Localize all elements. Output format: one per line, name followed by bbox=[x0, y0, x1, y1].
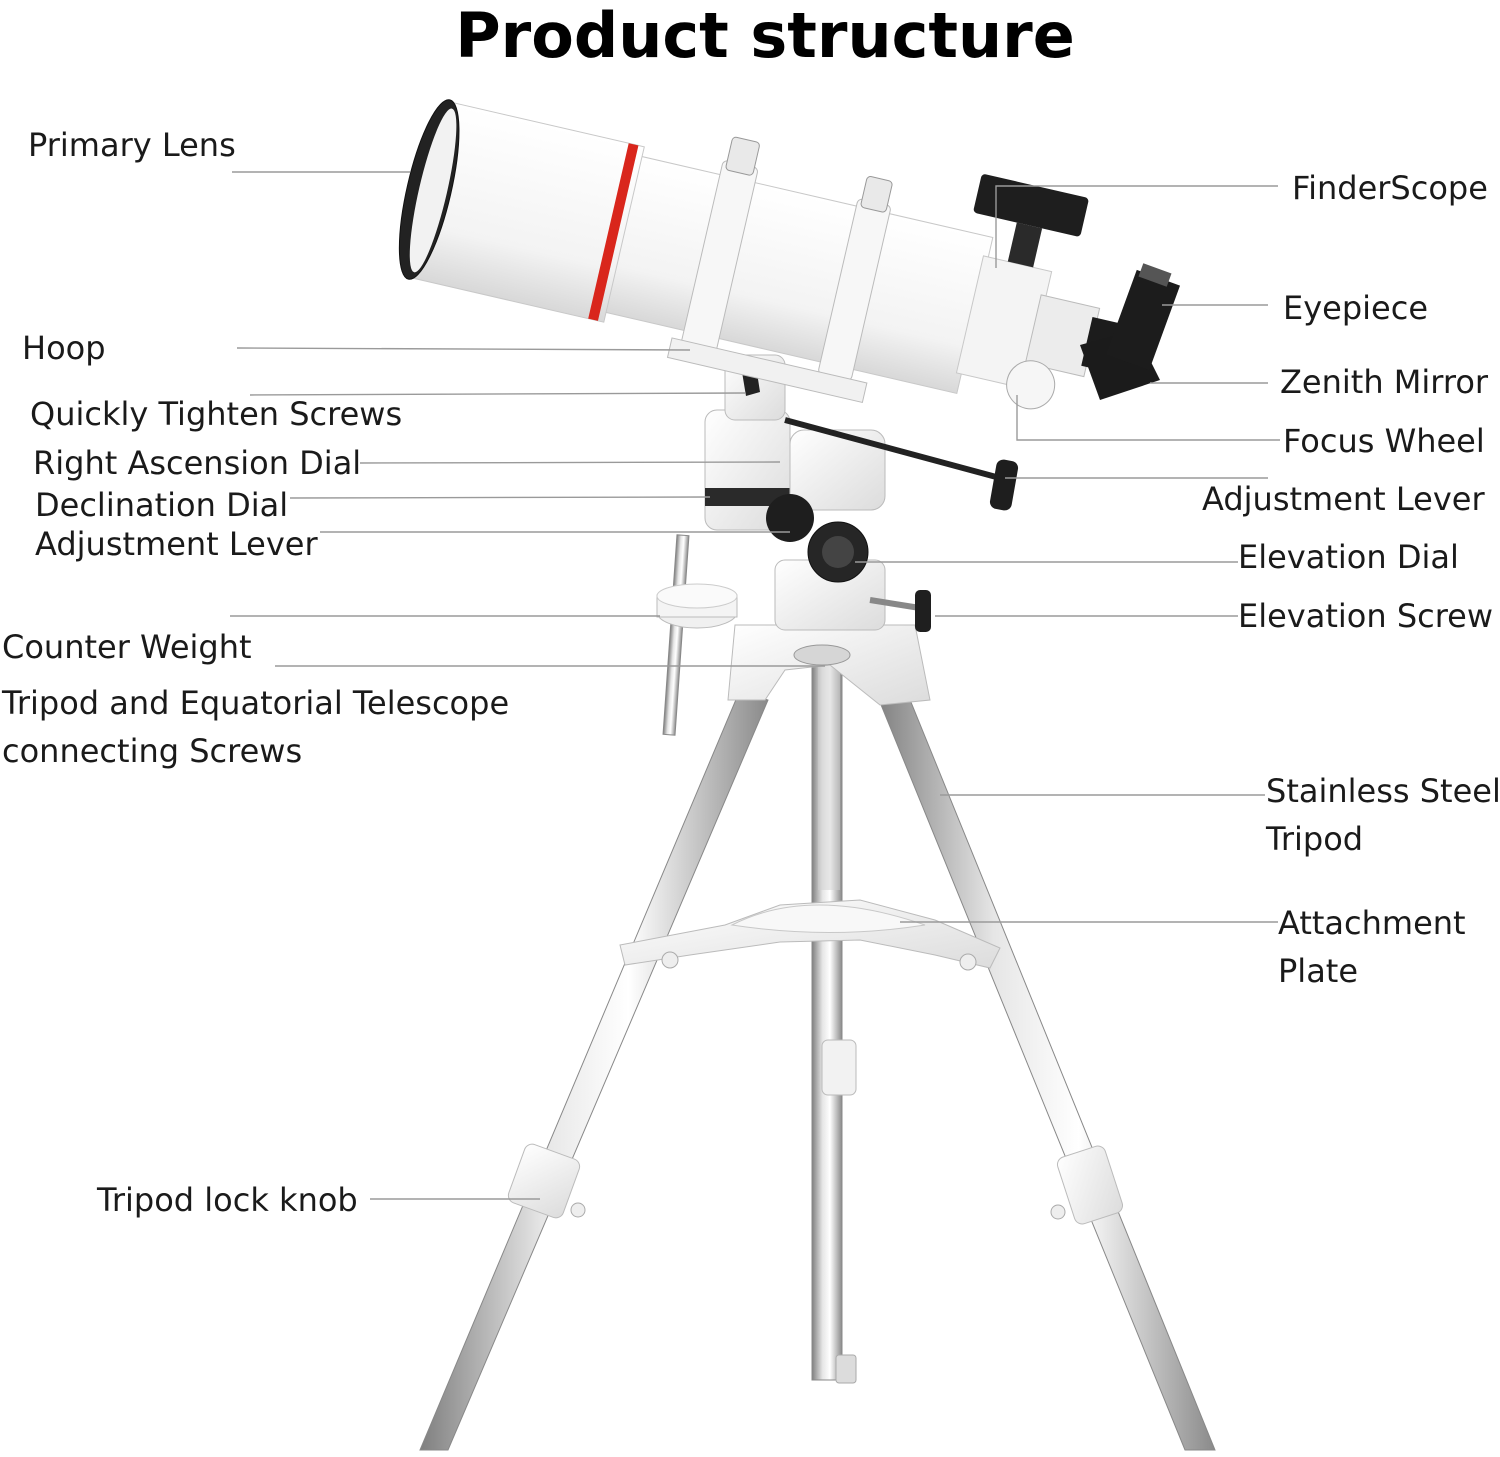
label-finderscope: FinderScope bbox=[1292, 169, 1488, 207]
tripod-leg-left bbox=[419, 689, 769, 1451]
adjustment-knob bbox=[766, 494, 814, 542]
label-eyepiece: Eyepiece bbox=[1283, 289, 1429, 327]
label-attachment-plate-line2: Plate bbox=[1278, 952, 1359, 990]
leader-ra-dial bbox=[359, 461, 781, 464]
label-right-ascension-dial: Right Ascension Dial bbox=[33, 444, 362, 482]
label-elevation-dial: Elevation Dial bbox=[1238, 538, 1459, 576]
label-primary-lens: Primary Lens bbox=[28, 126, 236, 164]
adjustment-lever-handle bbox=[989, 459, 1019, 511]
label-attachment-plate-line1: Attachment bbox=[1278, 904, 1466, 942]
optical-tube bbox=[398, 99, 1142, 410]
label-counter-weight: Counter Weight bbox=[2, 628, 252, 666]
label-tripod-lock-knob: Tripod lock knob bbox=[97, 1181, 358, 1219]
label-elevation-screw: Elevation Screw bbox=[1238, 597, 1494, 635]
leader-focus-wheel bbox=[1016, 395, 1280, 441]
leader-dec-dial bbox=[289, 496, 711, 499]
leader-hoop bbox=[236, 347, 691, 351]
label-adjustment-lever-right: Adjustment Lever bbox=[1202, 480, 1485, 518]
page-title: Product structure bbox=[455, 0, 1075, 72]
finderscope bbox=[973, 174, 1089, 268]
eyepiece bbox=[1105, 263, 1181, 371]
label-hoop: Hoop bbox=[22, 329, 106, 367]
label-connecting-screws-line1: Tripod and Equatorial Telescope bbox=[2, 684, 510, 722]
label-declination-dial: Declination Dial bbox=[35, 486, 289, 524]
leader-lines bbox=[230, 171, 1280, 1200]
counter-weight bbox=[656, 583, 738, 629]
label-adjustment-lever-left: Adjustment Lever bbox=[35, 525, 318, 563]
equatorial-mount bbox=[656, 354, 1019, 736]
elevation-screw-knob bbox=[915, 590, 931, 632]
hoop bbox=[666, 136, 893, 404]
focus-wheel bbox=[1006, 360, 1056, 410]
tripod-lock-knob-right bbox=[1050, 1145, 1124, 1225]
label-quickly-tighten-screws: Quickly Tighten Screws bbox=[30, 395, 403, 433]
tripod bbox=[419, 624, 1216, 1451]
label-stainless-steel-tripod-line2: Tripod bbox=[1266, 820, 1364, 858]
label-zenith-mirror: Zenith Mirror bbox=[1280, 363, 1489, 401]
attachment-plate bbox=[619, 899, 1001, 971]
label-connecting-screws-line2: connecting Screws bbox=[2, 732, 303, 770]
leader-finderscope bbox=[995, 185, 1278, 268]
adjustment-lever-rod bbox=[784, 417, 1001, 481]
leader-quick-screws bbox=[249, 392, 746, 396]
label-focus-wheel: Focus Wheel bbox=[1283, 422, 1485, 460]
label-stainless-steel-tripod-line1: Stainless Steel bbox=[1266, 772, 1500, 810]
